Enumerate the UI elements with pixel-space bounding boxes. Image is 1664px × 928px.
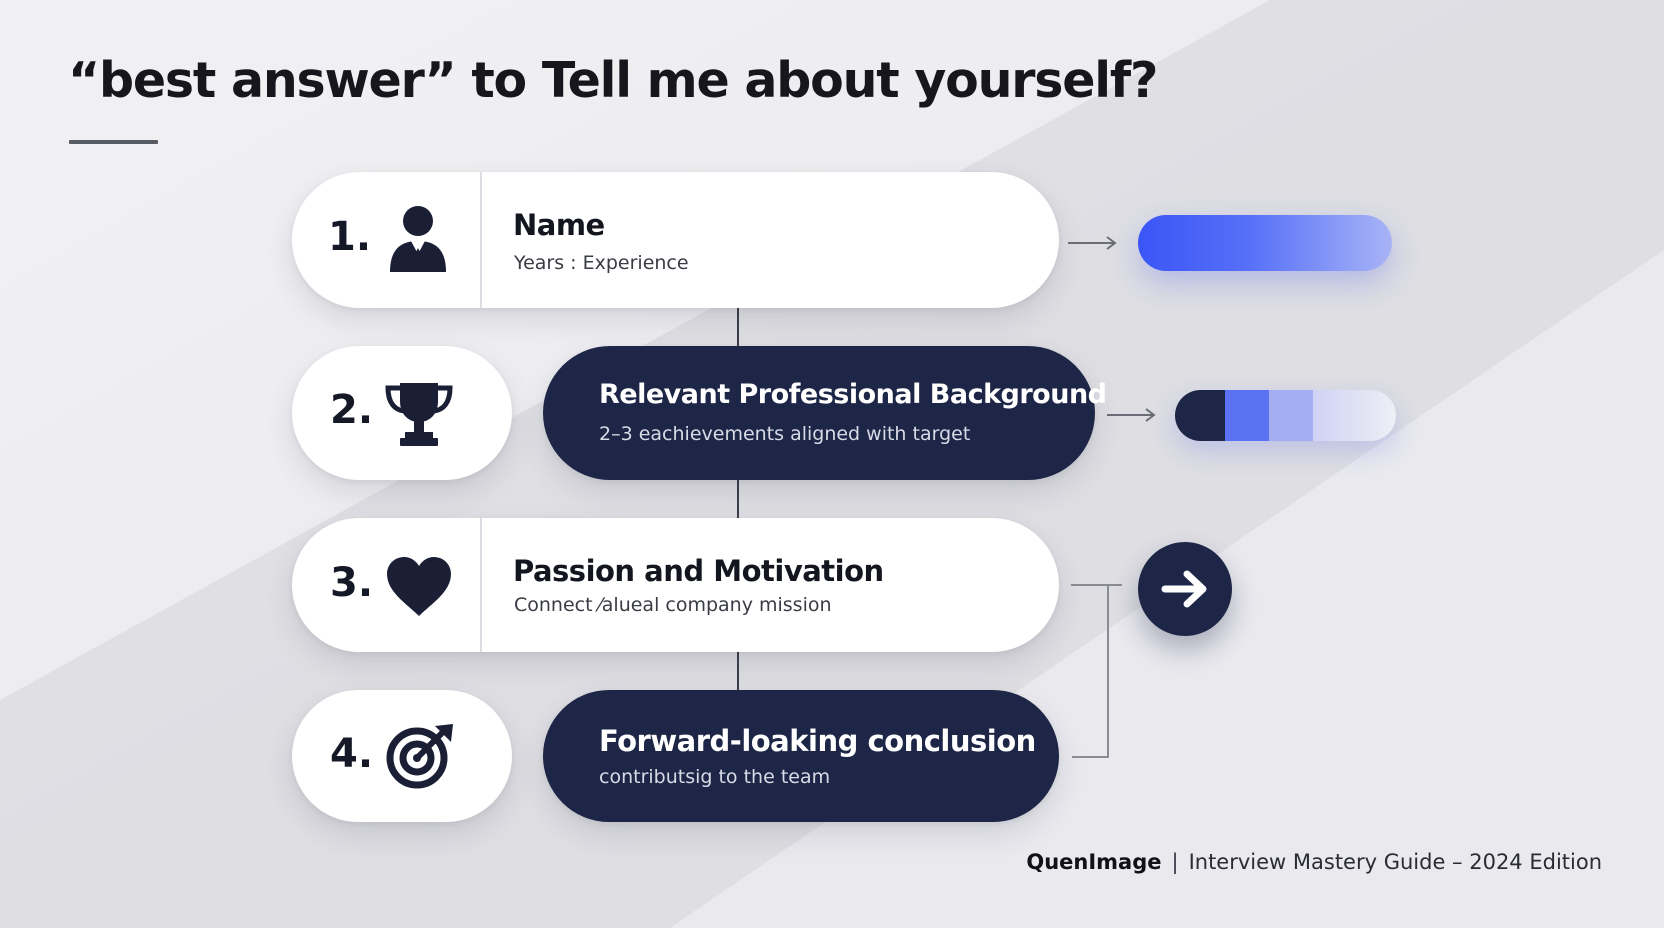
step-title: Forward-loaking conclusion [599,724,1036,758]
step-subtitle: Years : Experience [514,252,689,274]
progress-segment [1313,390,1396,441]
step-4-number-card: 4. [292,690,512,822]
step-number: 2. [330,387,374,433]
step-3-card: 3. Passion and Motivation Connect ⁄aluea… [292,518,1059,652]
arrow-right-icon [1161,570,1207,608]
bracket-connector [1071,584,1122,758]
step-title: Passion and Motivation [513,554,884,588]
step-number: 3. [330,560,374,606]
title-underline [69,140,158,144]
progress-segment [1175,390,1225,441]
page-title: “best answer” to Tell me about yourself? [68,52,1158,109]
connector-line [737,652,739,690]
footer-text: Interview Mastery Guide – 2024 Edition [1188,850,1602,874]
step-subtitle: Connect ⁄alueal company mission [514,594,832,616]
step-number: 1. [328,214,372,260]
arrow-right-icon [1107,408,1156,422]
segmented-progress-bar [1175,390,1396,441]
heart-icon [387,557,451,616]
step-subtitle: contributsig to the team [599,766,831,788]
card-divider [480,518,482,652]
gradient-bar [1138,215,1392,271]
step-4-card: Forward-loaking conclusion contributsig … [543,690,1059,822]
step-2-number-card: 2. [292,346,512,480]
arrow-right-icon [1068,236,1117,250]
progress-segment [1225,390,1269,441]
connector-line [737,480,739,518]
person-icon [390,206,446,272]
step-1-card: 1. Name Years : Experience [292,172,1059,308]
connector-line [737,308,739,346]
step-number: 4. [330,731,374,777]
step-2-card: Relevant Professional Background 2–3 eac… [543,346,1107,480]
footer-separator: | [1171,850,1179,874]
footer-brand: QuenImage [1026,850,1162,874]
progress-segment [1269,390,1313,441]
trophy-icon [385,383,453,446]
step-title: Name [513,208,605,242]
step-subtitle: 2–3 eachievements aligned with target [599,423,971,445]
target-icon [386,724,453,789]
footer: QuenImage | Interview Mastery Guide – 2024… [1026,850,1602,874]
card-divider [480,172,482,308]
arrow-circle-button [1138,542,1232,636]
step-title: Relevant Professional Background [599,379,1107,410]
